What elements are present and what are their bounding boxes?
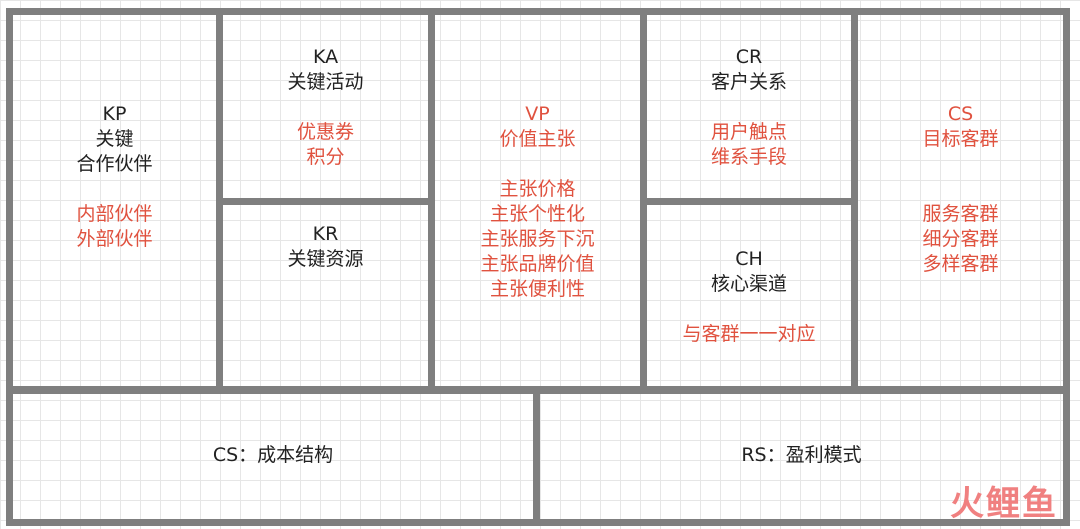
vp-cell: VP 价值主张 主张价格 主张个性化 主张服务下沉 主张品牌价值 主张便利性 bbox=[435, 102, 640, 302]
vp-item: 主张便利性 bbox=[489, 278, 585, 300]
vp-title: 价值主张 bbox=[499, 128, 576, 150]
cs-title: 目标客群 bbox=[922, 128, 999, 150]
divider-cost-revenue bbox=[533, 386, 540, 526]
ch-code: CH bbox=[735, 248, 763, 270]
kp-item-internal: 内部伙伴 bbox=[76, 203, 153, 225]
vp-item: 主张服务下沉 bbox=[480, 228, 595, 250]
kr-code: KR bbox=[312, 223, 339, 245]
ch-cell: CH 核心渠道 与客群一一对应 bbox=[647, 247, 851, 347]
cr-item-retention: 维系手段 bbox=[710, 146, 787, 168]
vp-item: 主张品牌价值 bbox=[480, 253, 595, 275]
cs-item: 服务客群 bbox=[922, 203, 999, 225]
ka-item-points: 积分 bbox=[306, 146, 345, 168]
kr-title: 关键资源 bbox=[287, 248, 364, 270]
ka-item-coupon: 优惠券 bbox=[296, 121, 354, 143]
kp-code: KP bbox=[102, 103, 127, 125]
kp-cell: KP 关键 合作伙伴 内部伙伴 外部伙伴 bbox=[13, 102, 216, 252]
cost-structure-label: CS：成本结构 bbox=[212, 444, 334, 466]
ka-title: 关键活动 bbox=[287, 71, 364, 93]
frame-top-border bbox=[6, 8, 1070, 15]
frame-right-border bbox=[1063, 8, 1070, 526]
cr-title: 客户关系 bbox=[710, 71, 787, 93]
ch-item: 与客群一一对应 bbox=[682, 323, 816, 345]
cs-item: 多样客群 bbox=[922, 253, 999, 275]
kp-title-line1: 关键 bbox=[95, 128, 134, 150]
cr-code: CR bbox=[735, 46, 763, 68]
revenue-model-cell: RS：盈利模式 bbox=[540, 443, 1063, 468]
kp-item-external: 外部伙伴 bbox=[76, 228, 153, 250]
revenue-model-label: RS：盈利模式 bbox=[741, 444, 862, 466]
watermark-logo: 火鲤鱼 bbox=[950, 484, 1058, 524]
vp-code: VP bbox=[525, 103, 550, 125]
kp-title-line2: 合作伙伴 bbox=[76, 153, 153, 175]
divider-cr-ch bbox=[640, 198, 858, 205]
ka-code: KA bbox=[312, 46, 339, 68]
ch-title: 核心渠道 bbox=[710, 273, 787, 295]
vp-item: 主张个性化 bbox=[489, 203, 585, 225]
cr-cell: CR 客户关系 用户触点 维系手段 bbox=[647, 45, 851, 170]
cs-cell: CS 目标客群 服务客群 细分客群 多样客群 bbox=[858, 102, 1063, 277]
cost-structure-cell: CS：成本结构 bbox=[13, 443, 533, 468]
cs-item: 细分客群 bbox=[922, 228, 999, 250]
cr-item-touchpoint: 用户触点 bbox=[710, 121, 787, 143]
frame-left-border bbox=[6, 8, 13, 526]
kr-cell: KR 关键资源 bbox=[223, 222, 428, 272]
vp-item: 主张价格 bbox=[499, 178, 576, 200]
ka-cell: KA 关键活动 优惠券 积分 bbox=[223, 45, 428, 170]
divider-ka-kr bbox=[216, 198, 435, 205]
cs-code: CS bbox=[947, 103, 974, 125]
